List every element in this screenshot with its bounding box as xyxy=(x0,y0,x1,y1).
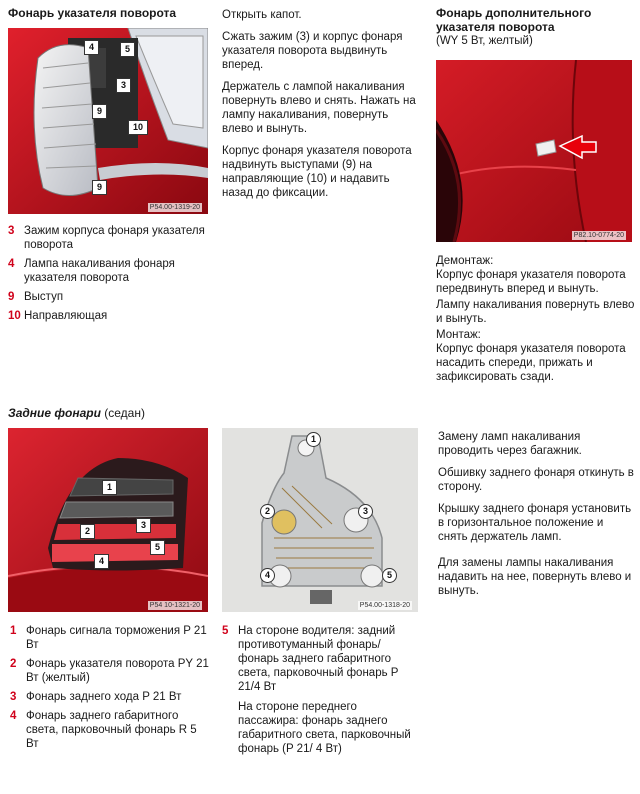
legend-number: 9 xyxy=(8,291,15,303)
legend-item: 1 Фонарь сигнала торможения P 21 Вт xyxy=(10,624,212,652)
instruction-paragraph: Сжать зажим (3) и корпус фонаря указател… xyxy=(222,31,403,71)
instruction-paragraph: Открыть капот. xyxy=(222,9,302,21)
legend-number: 4 xyxy=(8,258,15,270)
bulb-holder-photo: 1 2 3 4 5 P54.00-1318-20 xyxy=(222,428,418,612)
callout-4: 4 xyxy=(84,40,99,55)
callout-9-upper: 9 xyxy=(92,104,107,119)
legend-text: Зажим корпуса фонаря указателя поворота xyxy=(24,225,205,251)
callout-1: 1 xyxy=(102,480,117,495)
side-title-line2: указателя поворота xyxy=(436,20,555,34)
callout-5: 5 xyxy=(382,568,397,583)
legend-item: 2 Фонарь указателя поворота PY 21 Вт (жел… xyxy=(10,657,212,685)
side-repeater-photo: P82.10-0774-20 xyxy=(436,60,632,242)
legend-number: 3 xyxy=(8,225,15,237)
legend-text-passenger: На стороне переднего пассажира: фонарь з… xyxy=(238,701,411,755)
photo-code: P82.10-0774-20 xyxy=(571,231,626,240)
front-legend: 3 Зажим корпуса фонаря указателя поворота… xyxy=(8,224,208,328)
rear-lights-title: Задние фонари (седан) xyxy=(8,406,145,420)
callout-5: 5 xyxy=(120,42,135,57)
legend-text: Направляющая xyxy=(24,310,108,322)
rear-legend-right: 5 На стороне водителя: задний противотум… xyxy=(222,624,418,761)
side-subtitle: (WY 5 Вт, желтый) xyxy=(436,35,533,47)
callout-10: 10 xyxy=(128,120,148,135)
rear-lamp-illustration xyxy=(8,428,208,612)
callout-4: 4 xyxy=(260,568,275,583)
legend-item: 3 Фонарь заднего хода P 21 Вт xyxy=(10,690,212,704)
removal-text: Корпус фонаря указателя поворота передви… xyxy=(436,269,626,295)
rear-instructions: Замену ламп накаливания проводить через … xyxy=(438,430,634,606)
legend-text: Фонарь указателя поворота PY 21 Вт (желт… xyxy=(26,658,209,684)
callout-1: 1 xyxy=(306,432,321,447)
legend-text-driver: На стороне водителя: задний противотуман… xyxy=(238,625,399,693)
legend-number: 3 xyxy=(10,691,17,703)
legend-item: 5 На стороне водителя: задний противотум… xyxy=(222,624,418,756)
side-repeater-title: Фонарь дополнительного указателя поворот… xyxy=(436,6,636,48)
front-turn-signal-title: Фонарь указателя поворота xyxy=(8,6,177,20)
rear-title-bold: Задние фонари xyxy=(8,406,101,420)
legend-number: 10 xyxy=(8,310,21,322)
front-turn-signal-photo: 4 5 3 9 10 9 P54.00-1319-20 xyxy=(8,28,208,214)
photo-code: P54 10-1321-20 xyxy=(147,601,202,610)
instruction-paragraph: Крышку заднего фонаря установить в гориз… xyxy=(438,503,632,543)
callout-3: 3 xyxy=(136,518,151,533)
legend-item: 3 Зажим корпуса фонаря указателя поворота xyxy=(8,224,208,252)
removal-text-2: Лампу накаливания повернуть влево и выну… xyxy=(436,299,635,325)
legend-number: 2 xyxy=(10,658,17,670)
callout-3: 3 xyxy=(116,78,131,93)
callout-2: 2 xyxy=(260,504,275,519)
legend-item: 4 Фонарь заднего габаритного света, парко… xyxy=(10,709,212,751)
install-label: Монтаж: xyxy=(436,329,481,341)
legend-text: Лампа накаливания фонаря указателя повор… xyxy=(24,258,175,284)
legend-item: 9 Выступ xyxy=(8,290,208,304)
photo-code: P54.00-1319-20 xyxy=(147,203,202,212)
instruction-paragraph: Обшивку заднего фонаря откинуть в сторон… xyxy=(438,467,634,493)
instruction-paragraph: Для замены лампы накаливания надавить на… xyxy=(438,557,632,597)
side-instructions: Демонтаж: Корпус фонаря указателя поворо… xyxy=(436,254,636,384)
callout-9-lower: 9 xyxy=(92,180,107,195)
side-title-line1: Фонарь дополнительного xyxy=(436,6,592,20)
rear-lamp-photo: 1 2 3 5 4 P54 10-1321-20 xyxy=(8,428,208,612)
legend-number: 5 xyxy=(222,625,229,637)
callout-4: 4 xyxy=(94,554,109,569)
removal-label: Демонтаж: xyxy=(436,255,494,267)
callout-2: 2 xyxy=(80,524,95,539)
legend-item: 4 Лампа накаливания фонаря указателя пово… xyxy=(8,257,208,285)
instruction-paragraph: Держатель с лампой накаливания повернуть… xyxy=(222,81,416,135)
photo-code: P54.00-1318-20 xyxy=(357,601,412,610)
legend-text: Фонарь заднего хода P 21 Вт xyxy=(26,691,182,703)
side-lamp-illustration xyxy=(436,60,632,242)
callout-5: 5 xyxy=(150,540,165,555)
callout-3: 3 xyxy=(358,504,373,519)
bulb-holder-illustration xyxy=(222,428,418,612)
rear-title-suffix: (седан) xyxy=(104,406,145,420)
instruction-paragraph: Замену ламп накаливания проводить через … xyxy=(438,431,582,457)
front-instructions: Открыть капот. Сжать зажим (3) и корпус … xyxy=(222,8,418,208)
legend-text: Фонарь сигнала торможения P 21 Вт xyxy=(26,625,207,651)
legend-number: 1 xyxy=(10,625,17,637)
install-text: Корпус фонаря указателя поворота насадит… xyxy=(436,343,626,383)
legend-text: Фонарь заднего габаритного света, парков… xyxy=(26,710,197,750)
instruction-paragraph: Корпус фонаря указателя поворота надвину… xyxy=(222,145,412,199)
legend-number: 4 xyxy=(10,710,17,722)
legend-text: Выступ xyxy=(24,291,64,303)
front-lamp-illustration xyxy=(8,28,208,214)
